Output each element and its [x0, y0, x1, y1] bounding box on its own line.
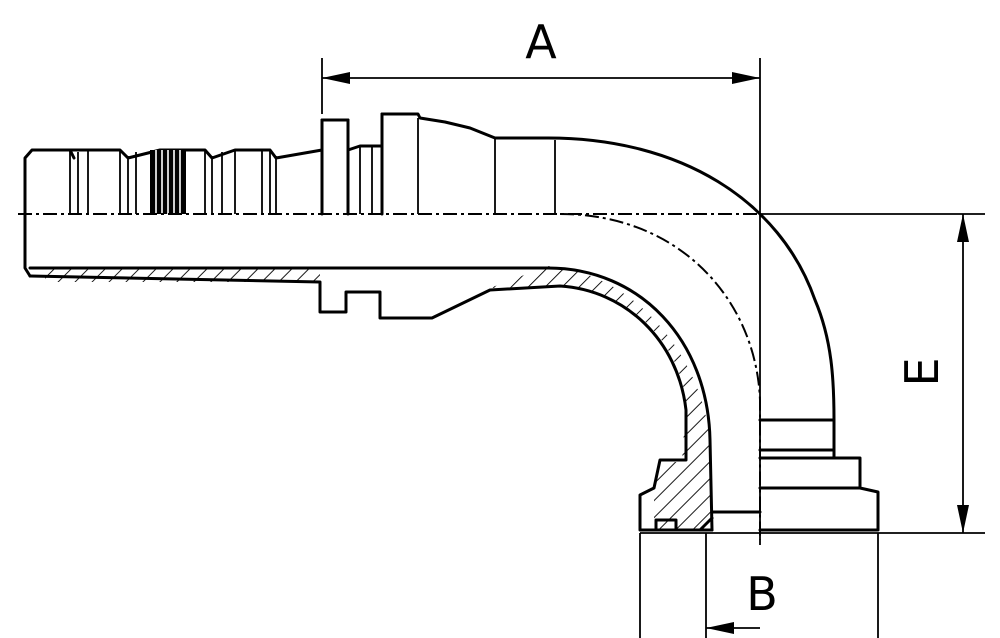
dimension-e: E: [760, 213, 985, 534]
dimension-b-label: B: [746, 567, 778, 621]
section-inner-outline: [28, 266, 714, 532]
section-foot-notch: [654, 518, 678, 532]
dimension-e-label: E: [895, 357, 949, 386]
dimension-a-label: A: [525, 15, 557, 69]
dimension-a: A: [321, 15, 761, 545]
flange: [698, 418, 880, 532]
section-outer-outline: [28, 274, 714, 532]
stem-barb-edges: [320, 112, 384, 216]
knurl-band: [150, 150, 186, 214]
dimension-b: B: [639, 532, 879, 638]
bend-centerline: [559, 213, 761, 540]
